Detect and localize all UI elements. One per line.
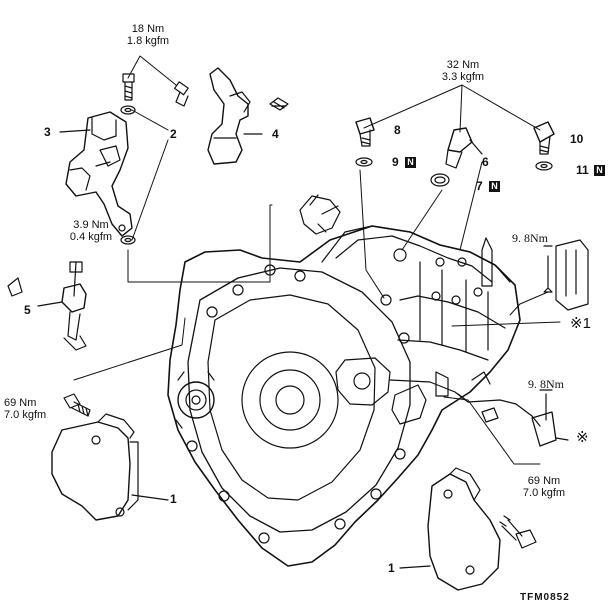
callout-1-right: 1 bbox=[388, 561, 395, 575]
torque-69nm-right-value: 69 Nm bbox=[527, 475, 561, 487]
bolt-69nm-right bbox=[499, 515, 537, 549]
callout-5: 5 bbox=[24, 303, 31, 317]
torque-69nm-left-value: 69 Nm bbox=[4, 397, 37, 409]
switch-10 bbox=[533, 121, 555, 155]
callout-3: 3 bbox=[44, 125, 51, 139]
bolt-69nm-left bbox=[63, 393, 91, 417]
shift-lever-4 bbox=[207, 67, 289, 165]
torque-9-8nm-lower: 9. 8Nm bbox=[528, 377, 564, 391]
torque-32nm-value: 32 Nm bbox=[446, 59, 480, 71]
torque-32nm-kgfm: 3.3 kgfm bbox=[441, 71, 485, 83]
callout-6: 6 bbox=[482, 155, 489, 169]
torque-69nm-left-kgfm: 7.0 kgfm bbox=[4, 409, 47, 421]
switch-6 bbox=[445, 127, 483, 169]
sensor-harness bbox=[467, 389, 569, 447]
speed-sensor-5 bbox=[7, 261, 87, 351]
figure-code: TFM0852 bbox=[520, 592, 570, 603]
replace-mark-7: N bbox=[489, 181, 500, 192]
torque-18nm-value: 18 Nm bbox=[131, 23, 165, 35]
torque-9-8nm-upper: 9. 8Nm bbox=[512, 231, 548, 245]
torque-3-9nm-value: 3.9 Nm bbox=[73, 219, 109, 231]
note-mark-1: ※1 bbox=[570, 315, 591, 332]
replace-mark-9: N bbox=[405, 157, 416, 168]
torque-69nm-right-kgfm: 7.0 kgfm bbox=[522, 487, 566, 499]
callout-8: 8 bbox=[394, 123, 401, 137]
gasket-11 bbox=[535, 161, 553, 171]
bracket-1-left bbox=[51, 413, 169, 521]
callout-10: 10 bbox=[570, 132, 584, 146]
callout-4: 4 bbox=[272, 127, 279, 141]
transaxle-case bbox=[167, 194, 521, 567]
harness-bracket-9-8nm bbox=[543, 239, 589, 311]
callout-2: 2 bbox=[170, 127, 177, 141]
torque-32nm: 32 Nm 3.3 kgfm bbox=[432, 59, 494, 83]
torque-3-9nm-kgfm: 0.4 kgfm bbox=[69, 231, 113, 243]
bolt-18nm-pair bbox=[120, 73, 189, 245]
bracket-1-right bbox=[399, 467, 501, 591]
gasket-7 bbox=[430, 173, 450, 187]
torque-18nm: 18 Nm 1.8 kgfm bbox=[118, 23, 178, 47]
torque-69nm-left: 69 Nm 7.0 kgfm bbox=[4, 397, 46, 421]
callout-9: 9 bbox=[392, 155, 399, 169]
replace-mark-11: N bbox=[594, 165, 605, 176]
torque-69nm-right: 69 Nm 7.0 kgfm bbox=[514, 475, 574, 499]
callout-11: 11 bbox=[576, 163, 589, 177]
callout-7: 7 bbox=[476, 179, 483, 193]
bolt-8 bbox=[355, 117, 375, 147]
callout-1-left: 1 bbox=[170, 492, 177, 506]
shift-cable-bracket-3 bbox=[59, 111, 133, 237]
gasket-9 bbox=[355, 157, 373, 167]
torque-3-9nm: 3.9 Nm 0.4 kgfm bbox=[62, 219, 120, 243]
torque-18nm-kgfm: 1.8 kgfm bbox=[126, 35, 170, 47]
note-mark-2: ※ bbox=[576, 429, 589, 446]
leader-lines bbox=[73, 55, 561, 465]
